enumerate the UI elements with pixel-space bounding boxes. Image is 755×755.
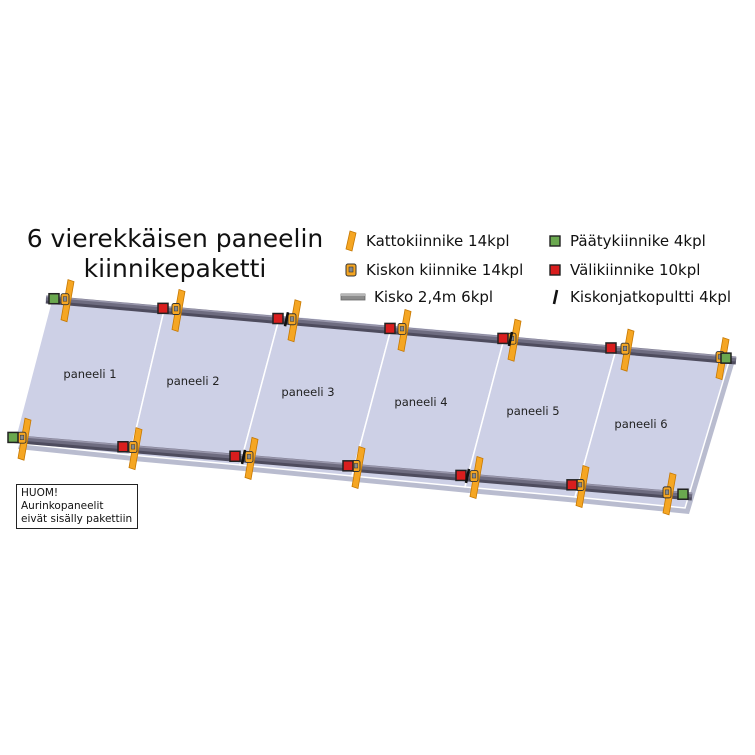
end-clamp xyxy=(7,431,19,444)
legend-rail: Kisko 2,4m 6kpl xyxy=(340,286,493,308)
rail-splice-bolt xyxy=(464,468,471,484)
rail-splice-bolt xyxy=(283,311,290,327)
rail-mount-bolt xyxy=(173,306,179,312)
panel-label: paneeli 3 xyxy=(281,385,334,399)
parts-layer xyxy=(7,279,732,516)
mid-clamp xyxy=(229,450,241,462)
legend-label: Kiskon kiinnike 14kpl xyxy=(366,261,524,279)
panel-label: paneeli 1 xyxy=(63,367,116,381)
mid-clamp xyxy=(117,441,129,453)
rail-mount-bolt xyxy=(471,473,477,479)
rail-splice-bolt xyxy=(507,331,514,347)
mid-clamp xyxy=(605,342,617,354)
notice-box: HUOM! Aurinkopaneelit eivät sisälly pake… xyxy=(16,484,138,529)
mid-clamp xyxy=(342,460,354,472)
legend-label: Kattokiinnike 14kpl xyxy=(366,232,510,250)
panel-label: paneeli 4 xyxy=(394,395,447,409)
diagram-title: 6 vierekkäisen paneelin kiinnikepaketti xyxy=(20,224,330,284)
legend-label: Kisko 2,4m 6kpl xyxy=(374,288,494,306)
end-clamp-icon xyxy=(549,235,561,247)
rail-mount-bolt xyxy=(622,345,628,351)
notice-text-2: eivät sisälly pakettiin xyxy=(21,513,133,525)
rail-mount-bolt xyxy=(19,434,25,440)
rail-mount-bolt xyxy=(399,326,405,332)
end-clamp xyxy=(720,352,732,364)
mid-clamp xyxy=(566,479,578,491)
notice-heading: HUOM! xyxy=(21,487,59,499)
rail-mount-icon xyxy=(345,263,357,277)
rail-mount-bolt xyxy=(664,489,670,495)
panels-layer xyxy=(13,297,734,514)
rail-splice-bolt xyxy=(240,449,247,465)
mid-clamp-icon xyxy=(549,264,561,276)
legend-rail-mount: Kiskon kiinnike 14kpl xyxy=(344,259,523,281)
rail-mount-bolt xyxy=(353,463,359,469)
legend-label: Välikiinnike 10kpl xyxy=(570,261,701,279)
rail-mount-bolt xyxy=(62,296,68,302)
rail-mount-bolt xyxy=(130,444,136,450)
legend-end-clamp: Päätykiinnike 4kpl xyxy=(548,230,706,252)
mid-clamp xyxy=(455,469,467,482)
end-clamp xyxy=(48,292,60,305)
rail-mount-bolt xyxy=(577,482,583,488)
panel-label: paneeli 2 xyxy=(166,374,219,388)
notice-text-1: Aurinkopaneelit xyxy=(21,500,104,512)
mid-clamp xyxy=(384,322,396,335)
legend-roof-mount: Kattokiinnike 14kpl xyxy=(344,230,510,252)
title-line-2: kiinnikepaketti xyxy=(83,254,267,283)
legend-splice-bolt: Kiskonjatkopultti 4kpl xyxy=(550,286,731,308)
rail-splice-bolt-icon xyxy=(552,289,559,305)
legend-label: Päätykiinnike 4kpl xyxy=(570,232,706,250)
mid-clamp xyxy=(157,302,169,315)
mid-clamp xyxy=(497,332,509,345)
title-line-1: 6 vierekkäisen paneelin xyxy=(26,224,324,253)
rail-mount-bolt xyxy=(289,316,295,322)
rail-mount-bolt xyxy=(246,454,252,460)
mid-clamp xyxy=(272,312,284,325)
rail-icon xyxy=(340,293,366,301)
roof-mount-icon xyxy=(345,230,357,252)
panel-label: paneeli 5 xyxy=(506,404,559,418)
legend-label: Kiskonjatkopultti 4kpl xyxy=(570,288,732,306)
end-clamp xyxy=(677,488,689,500)
panel-label: paneeli 6 xyxy=(614,417,667,431)
panel-labels: paneeli 1 paneeli 2 paneeli 3 paneeli 4 pane… xyxy=(63,367,667,431)
legend-mid-clamp: Välikiinnike 10kpl xyxy=(548,259,700,281)
